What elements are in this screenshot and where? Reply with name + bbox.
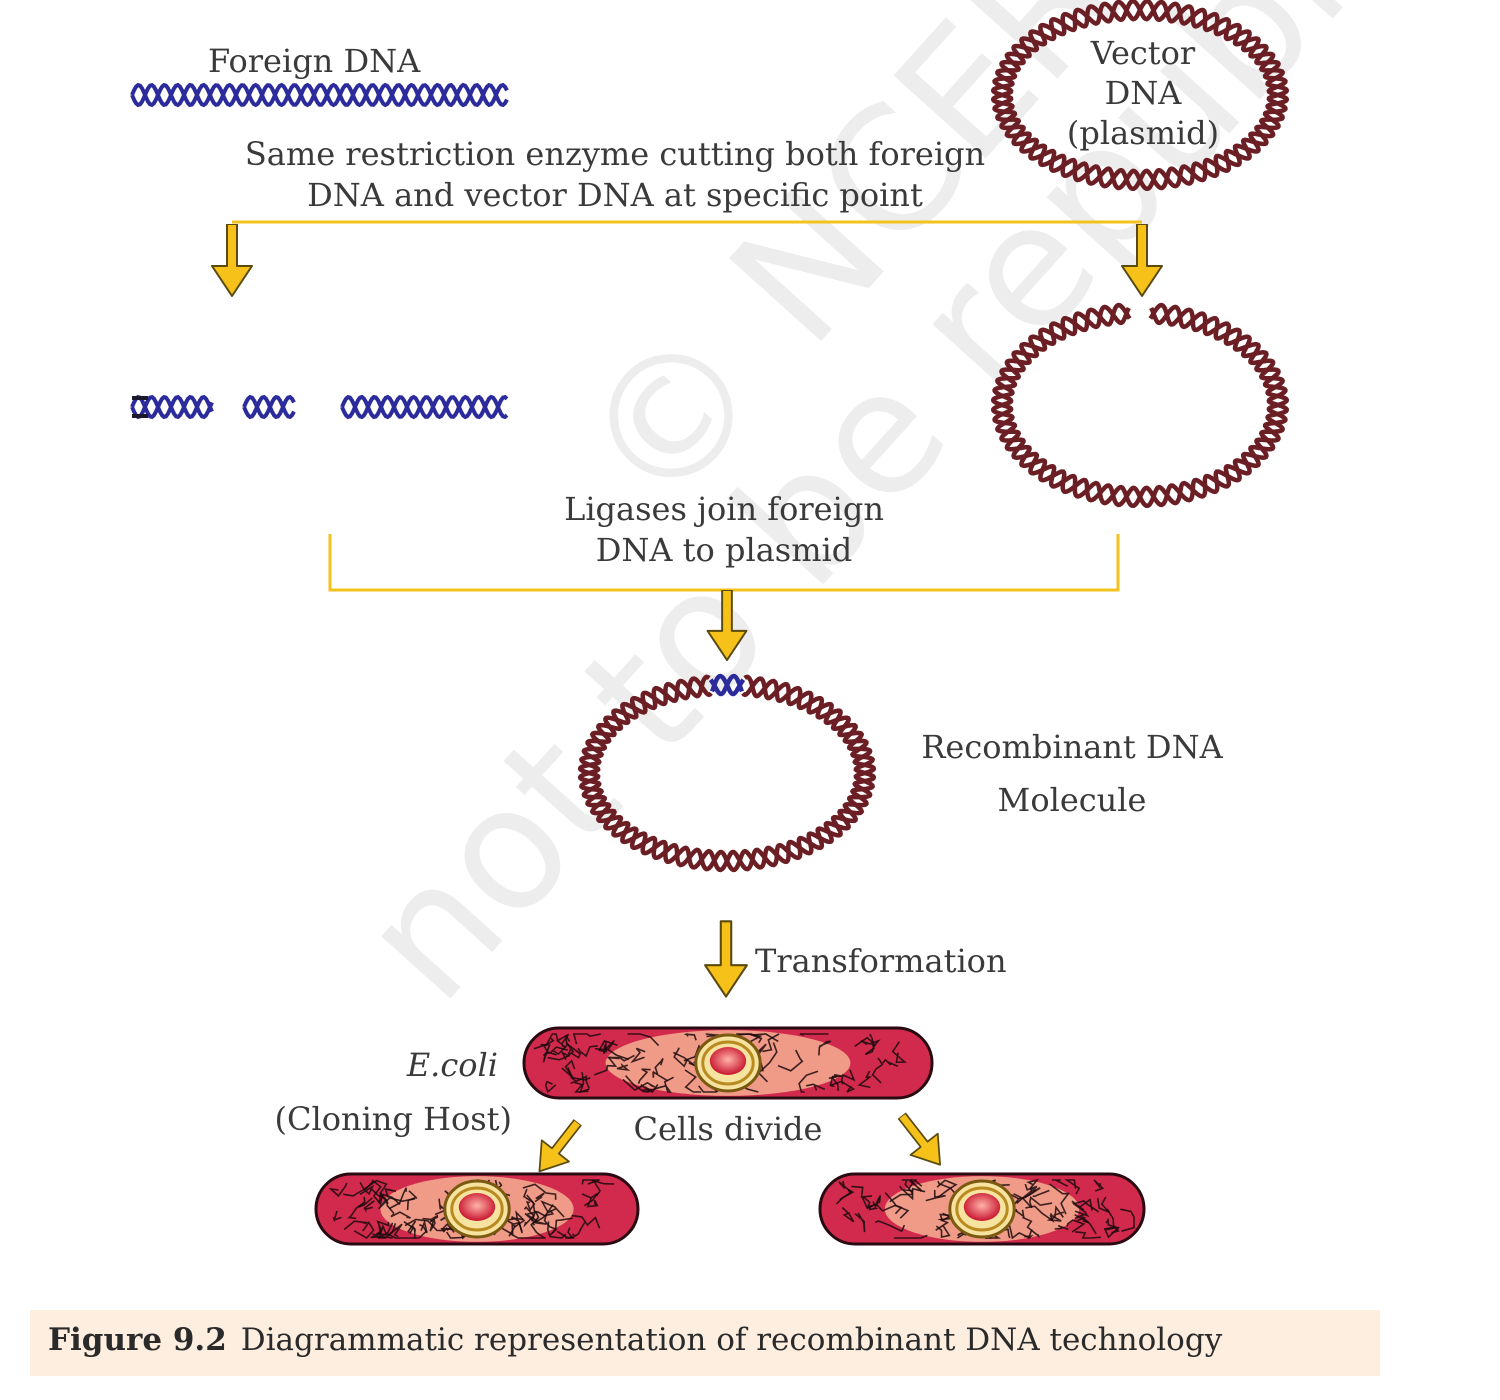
vector-label-line-3: (plasmid) <box>1067 114 1219 152</box>
foreign-dna-label: Foreign DNA <box>208 42 421 80</box>
transformation-label: Transformation <box>755 942 1007 980</box>
recombinant-label-line-1: Recombinant DNA <box>921 728 1223 766</box>
vector-label-line-1: Vector <box>1090 34 1196 72</box>
foreign-dna-fragments <box>130 394 509 420</box>
figure-caption: Figure 9.2 Diagrammatic representation of… <box>48 1322 1222 1358</box>
ecoli-label: E.coli <box>406 1046 498 1084</box>
caption-text: Diagrammatic representation of recombina… <box>240 1322 1223 1358</box>
vector-label-line-2: DNA <box>1105 74 1183 112</box>
vector-plasmid <box>991 0 1289 192</box>
cut-vector-plasmid <box>991 302 1289 509</box>
daughter-cell-right <box>818 1172 1146 1246</box>
restriction-text-line-1: Same restriction enzyme cutting both for… <box>245 135 985 173</box>
ligase-text-line-2: DNA to plasmid <box>596 531 853 569</box>
arrow-down-left <box>211 224 253 297</box>
recombinant-label-line-2: Molecule <box>998 781 1147 819</box>
daughter-cell-left <box>314 1172 640 1246</box>
arrow-down-transformation <box>703 919 749 999</box>
foreign-dna-strand <box>130 82 509 108</box>
figure-number: Figure 9.2 <box>48 1322 227 1358</box>
ecoli-host-cell <box>522 1026 934 1100</box>
arrow-divide-left <box>524 1110 593 1183</box>
ligase-text-line-1: Ligases join foreign <box>564 490 884 528</box>
caption-bar <box>30 1310 1380 1376</box>
arrow-divide-right <box>887 1104 955 1177</box>
cloning-host-label: (Cloning Host) <box>274 1100 512 1138</box>
recombinant-plasmid <box>577 673 877 873</box>
cells-divide-label: Cells divide <box>634 1110 823 1148</box>
restriction-text-line-2: DNA and vector DNA at specific point <box>307 176 923 214</box>
